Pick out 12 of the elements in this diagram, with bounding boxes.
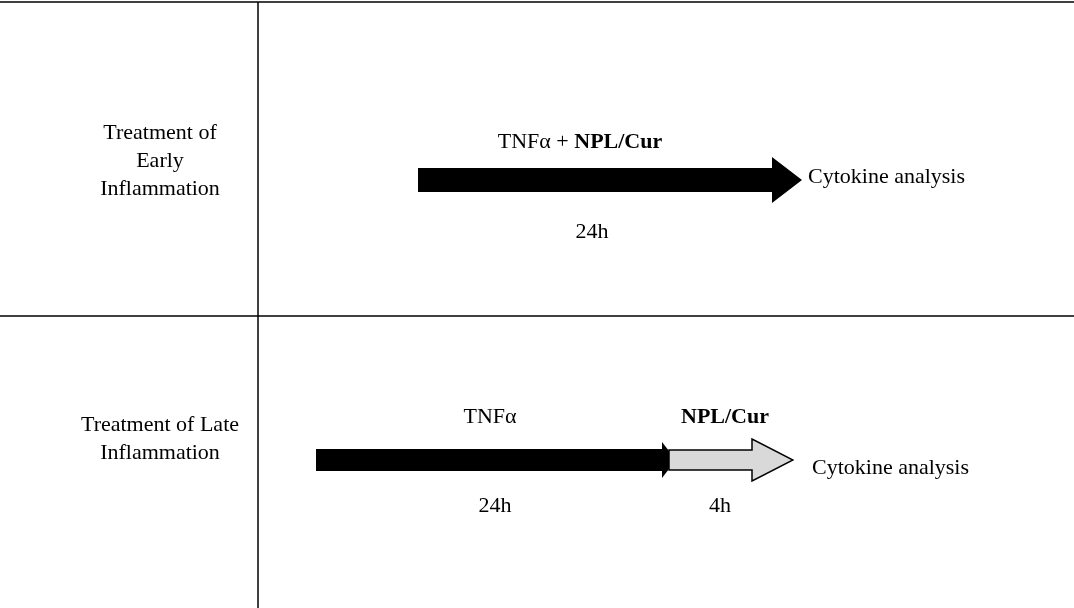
duration-label: 4h [709, 492, 731, 518]
step-label: Cytokine analysis [808, 162, 1028, 190]
step-label: NPL/Cur [681, 403, 769, 429]
block-arrow [418, 157, 802, 203]
edge-label: TNFα + NPL/Cur [497, 128, 663, 154]
step-label: Cytokine analysis [812, 453, 1032, 481]
duration-label: 24h [575, 218, 609, 244]
duration-label: 24h [478, 492, 512, 518]
block-arrow [668, 438, 794, 482]
edge-label: TNFα [463, 403, 517, 429]
row-heading: Treatment of Late Inflammation [80, 410, 240, 466]
row-heading: Treatment of Early Inflammation [80, 118, 240, 202]
